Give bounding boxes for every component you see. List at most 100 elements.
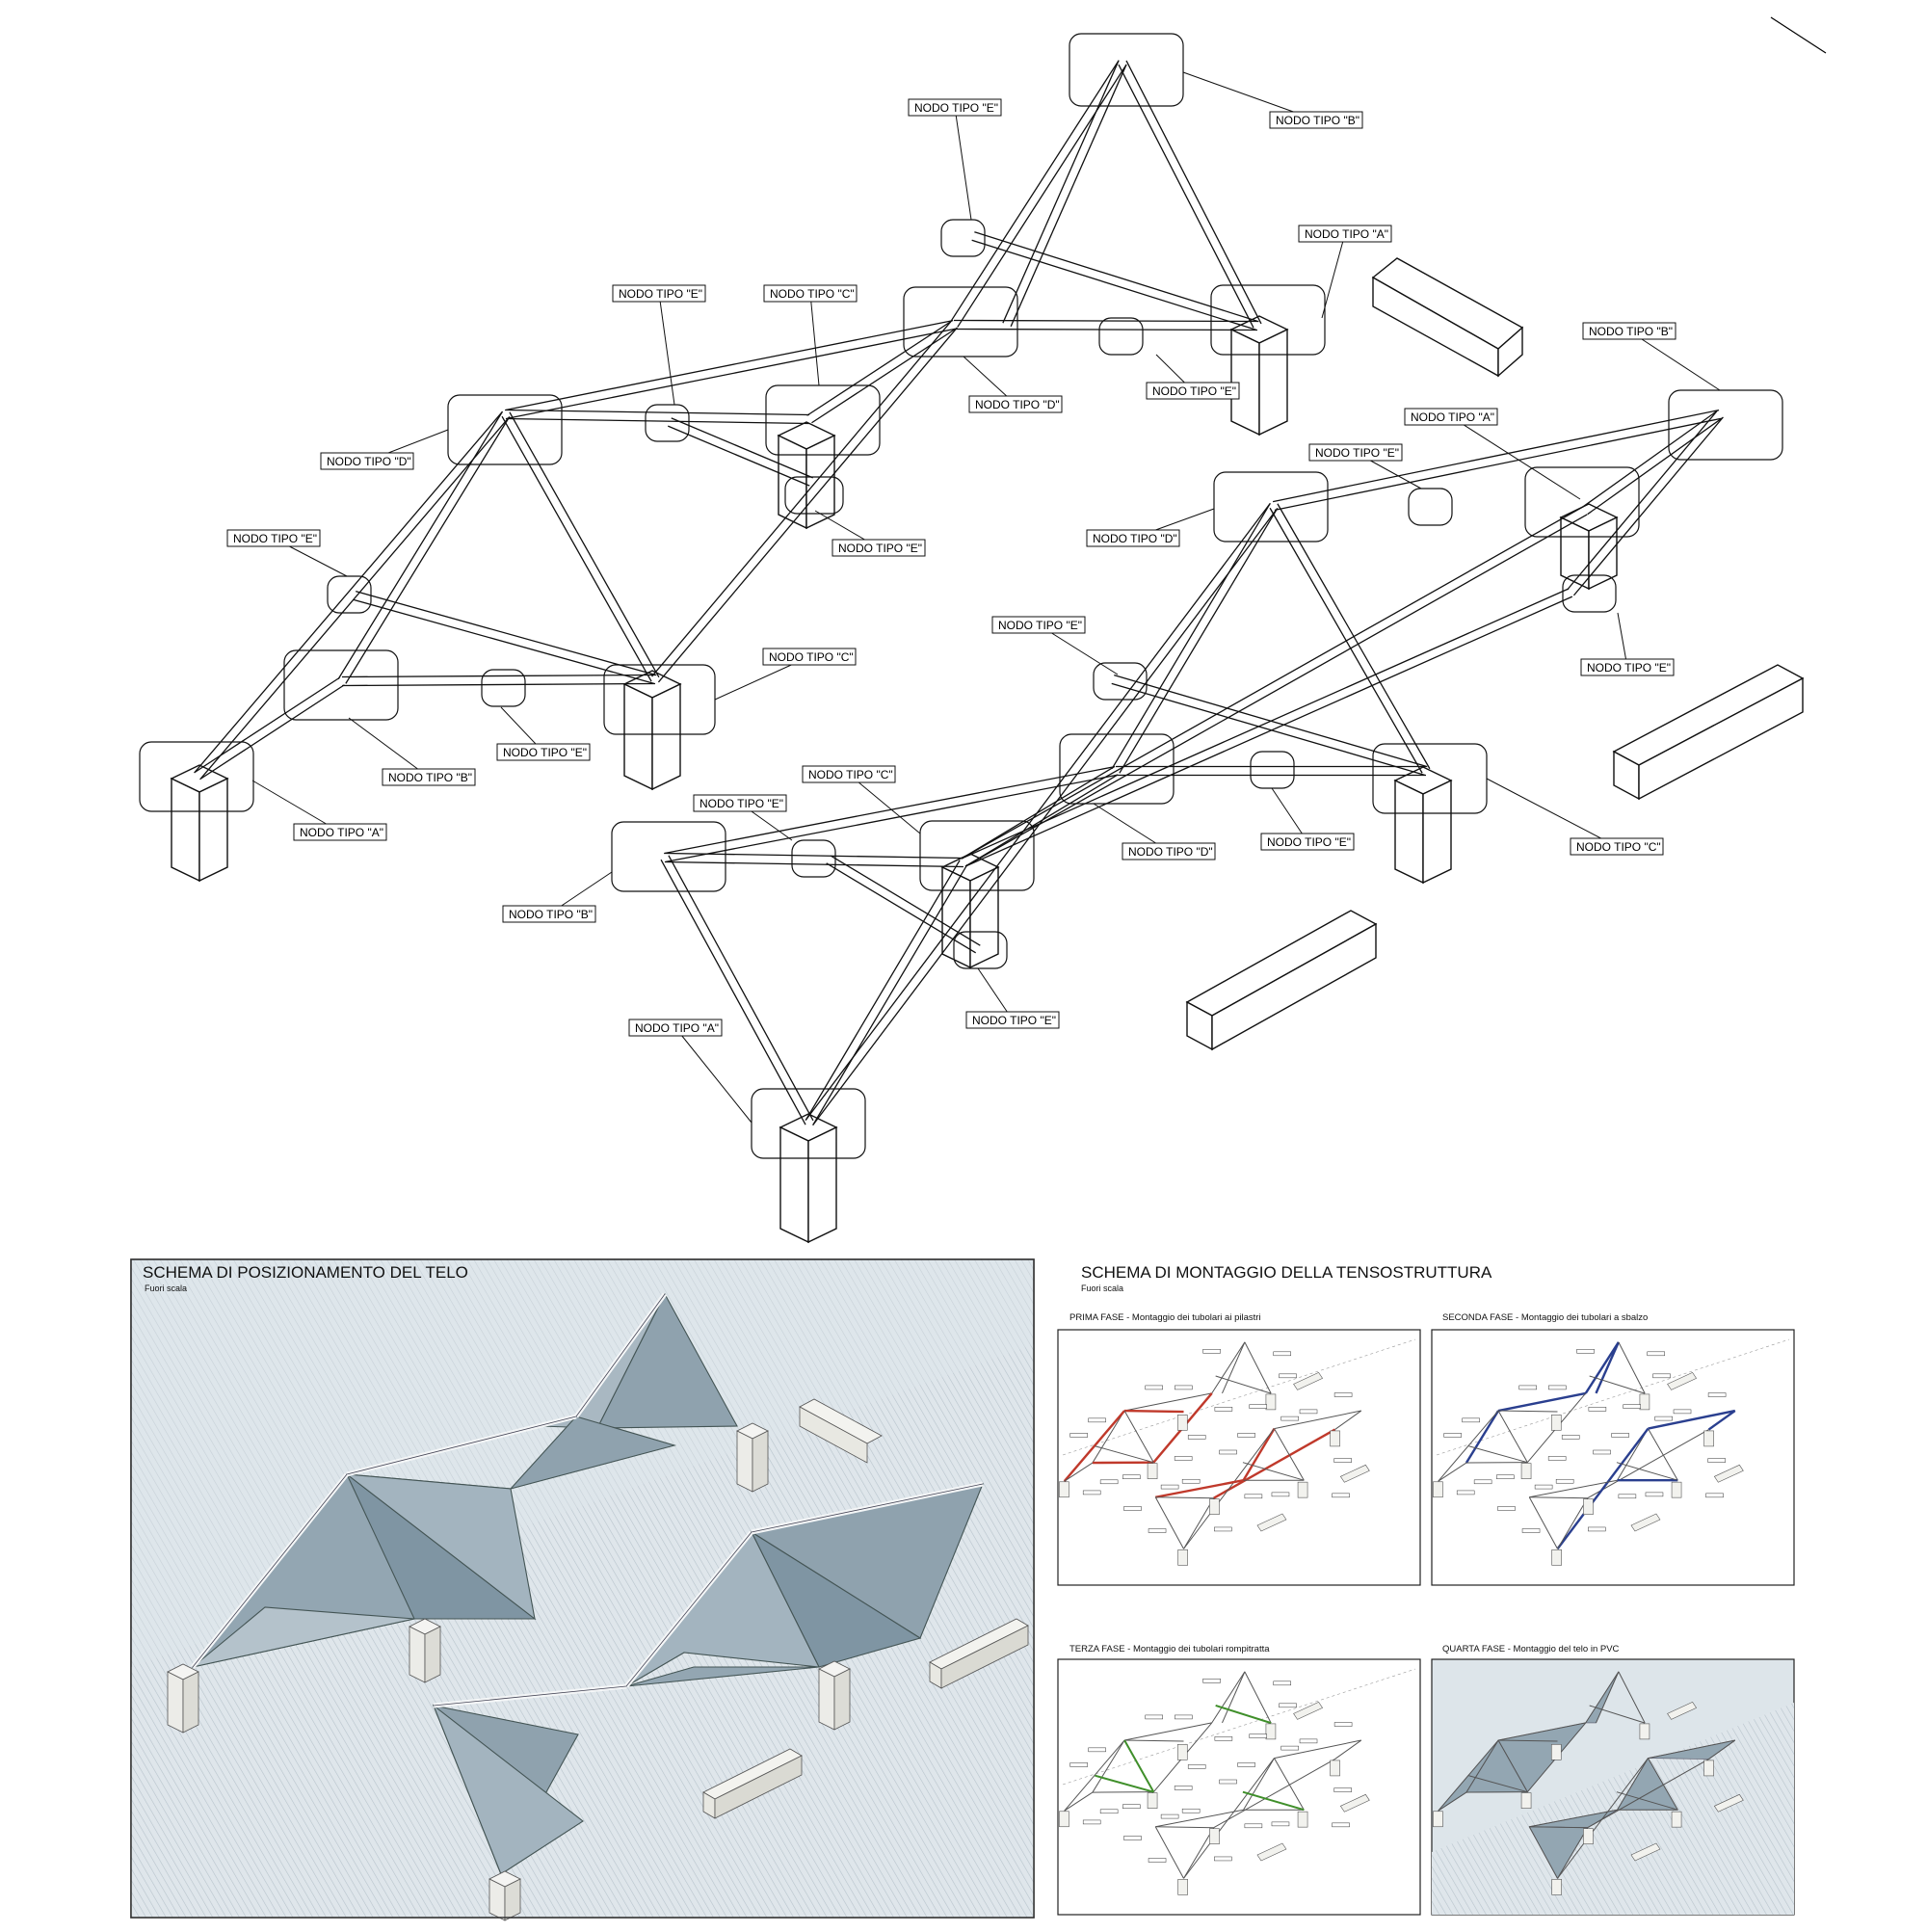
node-type-label: NODO TIPO "B" — [1276, 114, 1359, 127]
mini-label-box — [1274, 1681, 1291, 1685]
mini-label-box — [1089, 1418, 1106, 1422]
mini-label-box — [1562, 1435, 1579, 1439]
mini-label-box — [1280, 1374, 1297, 1378]
mini-label-box — [1589, 1407, 1606, 1411]
pillar — [1266, 1724, 1276, 1739]
pillar — [1178, 1879, 1188, 1894]
mini-label-box — [1274, 1352, 1291, 1356]
tube-edge — [505, 321, 953, 410]
mini-label-box — [1089, 1748, 1106, 1752]
pillar — [1178, 1549, 1188, 1565]
pillar — [1552, 1879, 1562, 1894]
pillar — [1433, 1812, 1442, 1827]
tube-edge — [356, 592, 656, 675]
pillar — [1395, 767, 1451, 883]
mini-label-box — [1334, 1393, 1352, 1397]
mini-label-box — [1653, 1374, 1671, 1378]
pillar — [1266, 1394, 1276, 1410]
pillar — [1331, 1760, 1340, 1776]
mini-label-box — [1250, 1734, 1267, 1738]
mini-label-box — [1535, 1485, 1552, 1489]
pillar — [737, 1423, 768, 1492]
pillar — [1209, 1499, 1219, 1515]
tube-edge — [342, 675, 655, 677]
tube-edge — [813, 864, 967, 1125]
pillar — [1298, 1482, 1307, 1497]
tube-edge — [1114, 675, 1427, 767]
leader-line — [1322, 234, 1345, 319]
pillar — [1672, 1812, 1681, 1827]
tube-edge — [954, 329, 1257, 330]
node-frame — [792, 840, 835, 877]
mini-label-box — [1250, 1405, 1267, 1409]
panel-schema-montaggio: SCHEMA DI MONTAGGIO DELLA TENSOSTRUTTURA… — [1058, 1263, 1794, 1915]
mini-label-box — [1623, 1405, 1641, 1409]
mini-label-box — [1203, 1349, 1221, 1353]
tube-edge — [965, 515, 1587, 866]
mini-label-box — [1220, 1450, 1237, 1454]
pillar — [1672, 1482, 1681, 1497]
mini-label-box — [1474, 1480, 1491, 1484]
tube-edge — [665, 854, 964, 859]
mini-label-box — [1124, 1507, 1142, 1511]
phase-3-thumbnail — [1058, 1659, 1420, 1915]
node-type-label: NODO TIPO "E" — [503, 746, 587, 759]
mini-label-box — [1708, 1393, 1726, 1397]
node-type-label: NODO TIPO "D" — [1093, 532, 1177, 545]
pillar — [1704, 1760, 1714, 1776]
tube-edge — [805, 860, 960, 1121]
thumbnail-frame — [1432, 1330, 1794, 1585]
mini-label-box — [1655, 1416, 1673, 1420]
node-type-label: NODO TIPO "D" — [327, 455, 411, 468]
node-type-label: NODO TIPO "E" — [1587, 661, 1671, 675]
mini-label-box — [1300, 1739, 1317, 1743]
mini-label-box — [1548, 1456, 1566, 1460]
tube-edge — [965, 596, 1572, 866]
mini-label-box — [1498, 1507, 1516, 1511]
node-type-label: NODO TIPO "E" — [838, 542, 922, 555]
concrete-block — [1373, 258, 1522, 376]
tube-edge — [502, 416, 651, 681]
mini-label-box — [1646, 1493, 1663, 1496]
pillar — [1209, 1829, 1219, 1844]
node-frame — [1251, 752, 1294, 788]
tube-edge — [196, 677, 340, 772]
pillar — [1433, 1482, 1442, 1497]
mini-label-box — [1333, 1494, 1350, 1497]
mini-label-box — [1272, 1493, 1289, 1496]
phase-3-label: TERZA FASE - Montaggio dei tubolari romp… — [1069, 1644, 1270, 1654]
phase-2-label: SECONDA FASE - Montaggio dei tubolari a … — [1442, 1312, 1648, 1323]
mini-label-box — [1588, 1527, 1605, 1531]
mini-label-box — [1214, 1857, 1231, 1861]
node-frame — [941, 220, 985, 256]
tube-edge — [665, 861, 964, 866]
node-type-label: NODO TIPO "E" — [700, 797, 783, 810]
corner-mark — [1771, 17, 1826, 53]
tube-edge — [962, 767, 1114, 859]
node-type-label: NODO TIPO "B" — [388, 771, 472, 784]
tube-edge — [962, 507, 1583, 859]
mini-label-box — [1124, 1837, 1142, 1840]
pillar — [1231, 316, 1287, 435]
pillar — [489, 1871, 520, 1920]
node-type-label: NODO TIPO "E" — [1267, 835, 1351, 849]
node-frame — [448, 395, 562, 464]
node-type-label: NODO TIPO "B" — [1589, 325, 1673, 338]
tube-edge — [506, 418, 809, 423]
node-type-label: NODO TIPO "E" — [619, 287, 702, 301]
mini-label-box — [1175, 1715, 1192, 1719]
node-frame — [482, 670, 525, 706]
mini-label-box — [1214, 1527, 1231, 1531]
phase-1-label: PRIMA FASE - Montaggio dei tubolari ai p… — [1069, 1312, 1261, 1323]
mini-label-box — [1182, 1479, 1200, 1483]
node-type-label: NODO TIPO "E" — [972, 1014, 1056, 1027]
mini-label-box — [1122, 1475, 1140, 1479]
tube-edge — [510, 412, 659, 677]
tube-edge — [1003, 61, 1119, 323]
tube-edge — [1582, 410, 1717, 507]
mini-label-box — [1272, 1822, 1289, 1826]
node-frame — [1099, 318, 1143, 355]
node-frames — [140, 34, 1782, 1158]
mini-label-box — [1148, 1529, 1166, 1533]
